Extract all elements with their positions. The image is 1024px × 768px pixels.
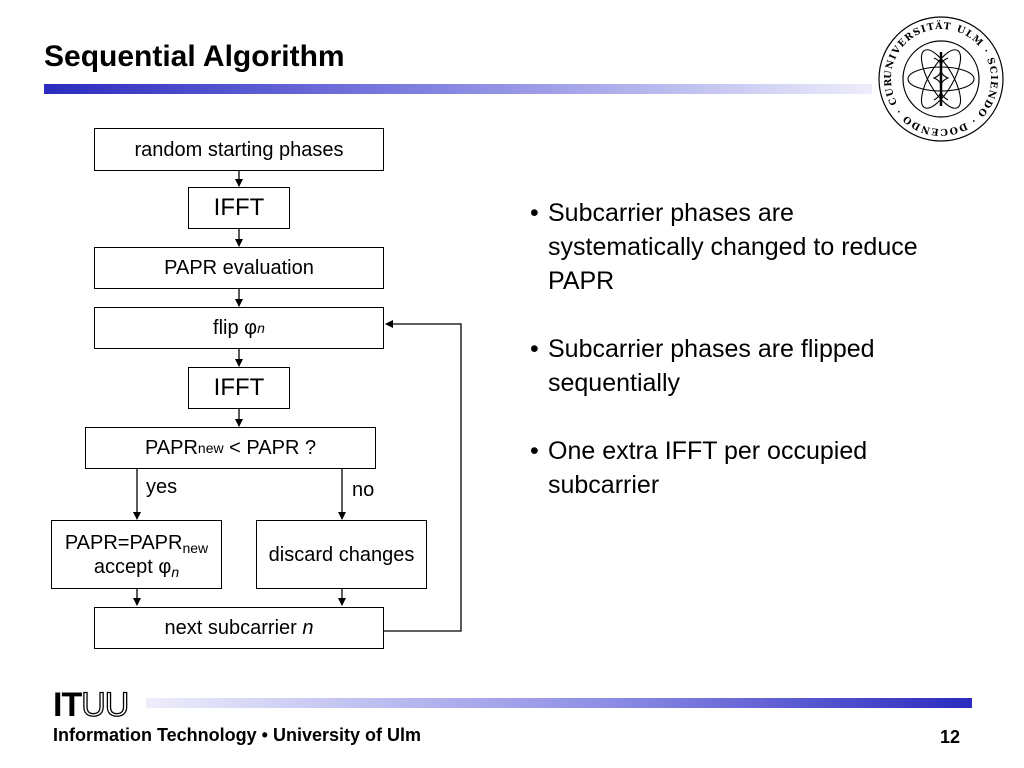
- flow-box-ifft-1: IFFT: [188, 187, 290, 229]
- yes-label: yes: [146, 476, 178, 498]
- title-underline-bar: [44, 84, 872, 94]
- footer-bar: [146, 698, 972, 708]
- flow-box-discard: discard changes: [256, 520, 427, 589]
- flow-box-start: random starting phases: [94, 128, 384, 171]
- decision-text-b: < PAPR ?: [223, 437, 317, 459]
- bullet-list: •Subcarrier phases are systematically ch…: [530, 196, 950, 536]
- bullet-text: One extra IFFT per occupied subcarrier: [548, 437, 868, 499]
- accept-text-2: accept φ: [93, 555, 172, 578]
- flip-text: flip φ: [213, 317, 258, 339]
- accept-subscript-new: new: [182, 539, 209, 556]
- flow-box-ifft-2: IFFT: [188, 367, 290, 409]
- accept-line-1: PAPR=PAPRnew: [65, 531, 208, 555]
- bullet-text: Subcarrier phases are flipped sequential…: [548, 335, 875, 397]
- page-number: 12: [940, 727, 961, 747]
- no-label: no: [352, 479, 375, 501]
- logo-it: IT: [53, 686, 82, 724]
- flow-box-next-subcarrier: next subcarrier n: [94, 607, 384, 649]
- flow-box-papr-evaluation: PAPR evaluation: [94, 247, 384, 289]
- flow-box-accept: PAPR=PAPRnew accept φn: [51, 520, 222, 589]
- university-seal-logo: UNIVERSITÄT ULM · SCIENDO · DOCENDO · CU…: [876, 14, 1004, 142]
- decision-text-a: PAPR: [144, 437, 198, 459]
- logo-uu: UU: [81, 685, 130, 724]
- accept-subscript-n: n: [171, 563, 180, 580]
- bullet-item: •One extra IFFT per occupied subcarrier: [530, 434, 950, 502]
- accept-line-2: accept φn: [94, 555, 179, 579]
- slide-title: Sequential Algorithm: [44, 40, 345, 73]
- loop-back-arrow: [384, 320, 462, 632]
- next-var: n: [302, 617, 314, 639]
- next-text: next subcarrier: [164, 617, 303, 639]
- bullet-item: •Subcarrier phases are systematically ch…: [530, 196, 950, 298]
- bullet-text: Subcarrier phases are systematically cha…: [548, 199, 918, 295]
- ituu-logo: ITUU: [53, 685, 130, 725]
- footer-text: Information Technology • University of U…: [53, 725, 421, 745]
- bullet-item: •Subcarrier phases are flipped sequentia…: [530, 332, 950, 400]
- accept-text-1: PAPR=PAPR: [64, 531, 183, 554]
